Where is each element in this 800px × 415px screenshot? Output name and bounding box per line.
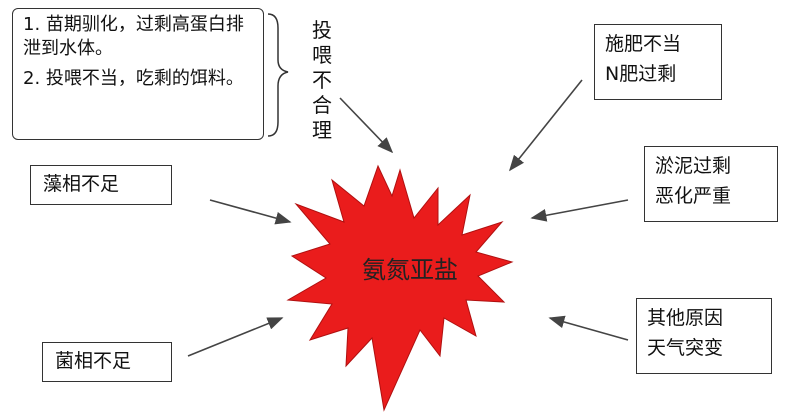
fertilizer-line-2: N肥过剩 [605,63,677,85]
algae-box: 藻相不足 [30,165,172,205]
fertilizer-box: 施肥不当 N肥过剩 [594,24,722,100]
center-label: 氨氮亚盐 [362,256,458,284]
other-causes-box: 其他原因 天气突变 [636,298,772,374]
feeding-issue-1: 1. 苗期驯化，过剩高蛋白排泄到水体。 [23,14,244,59]
feeding-issues-box: 1. 苗期驯化，过剩高蛋白排泄到水体。 2. 投喂不当，吃剩的饵料。 [12,8,264,140]
other-line-1: 其他原因 [647,307,724,329]
feeding-vertical-label: 投 喂 不 合 理 [308,18,336,143]
vertical-char: 不 [312,68,332,92]
arrow-sludge [530,199,629,222]
bacteria-box: 菌相不足 [42,342,172,382]
arrow-fertilizer [509,79,583,172]
sludge-line-2: 恶化严重 [655,185,732,207]
vertical-char: 喂 [312,43,332,67]
sludge-box: 淤泥过剩 恶化严重 [644,146,778,222]
fertilizer-line-1: 施肥不当 [605,33,682,55]
arrow-bacteria [187,317,284,357]
vertical-char: 合 [312,93,332,117]
other-line-2: 天气突变 [647,337,724,359]
brace-shape [267,13,289,137]
algae-line: 藻相不足 [43,173,120,195]
burst-star [286,164,514,412]
arrow-algae [209,199,292,225]
bacteria-line: 菌相不足 [55,350,132,372]
feeding-issue-2: 2. 投喂不当，吃剩的饵料。 [23,68,244,89]
vertical-char: 投 [312,18,332,42]
arrow-feeding [339,97,394,154]
vertical-char: 理 [312,118,332,142]
sludge-line-1: 淤泥过剩 [655,155,732,177]
arrow-other [548,315,629,341]
